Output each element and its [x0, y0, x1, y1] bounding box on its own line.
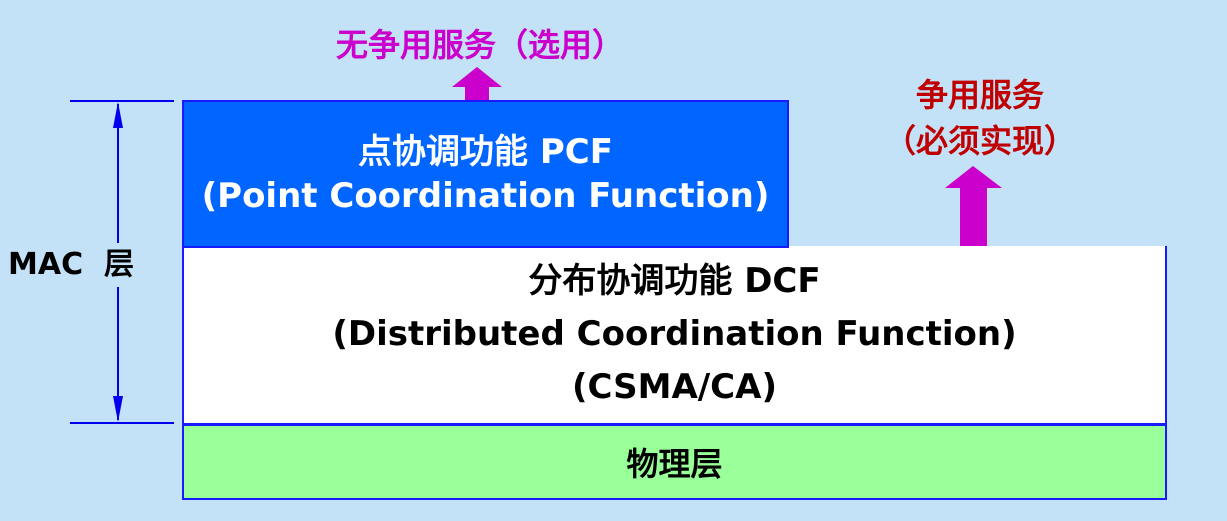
contention-service-label: 争用服务 （必须实现） [840, 72, 1120, 164]
dcf-box: 分布协调功能 DCF (Distributed Coordination Fun… [182, 246, 1167, 425]
dcf-protocol: (CSMA/CA) [572, 367, 777, 407]
dcf-fullname: (Distributed Coordination Function) [332, 314, 1017, 354]
dcf-title: 分布协调功能 DCF [528, 261, 821, 301]
pcf-title: 点协调功能 PCF [358, 132, 613, 172]
contention-service-line2: （必须实现） [883, 122, 1076, 160]
up-arrow-dcf [945, 166, 1002, 262]
up-arrow-pcf [452, 67, 502, 117]
contention-free-service-label: 无争用服务（选用） [335, 26, 624, 64]
physical-layer-label: 物理层 [626, 445, 723, 483]
mac-layer-label: MAC 层 [8, 243, 170, 287]
contention-service-line1: 争用服务 [915, 76, 1044, 114]
pcf-box: 点协调功能 PCF (Point Coordination Function) [182, 100, 789, 248]
pcf-fullname: (Point Coordination Function) [201, 176, 770, 216]
physical-layer-box: 物理层 [182, 424, 1167, 500]
